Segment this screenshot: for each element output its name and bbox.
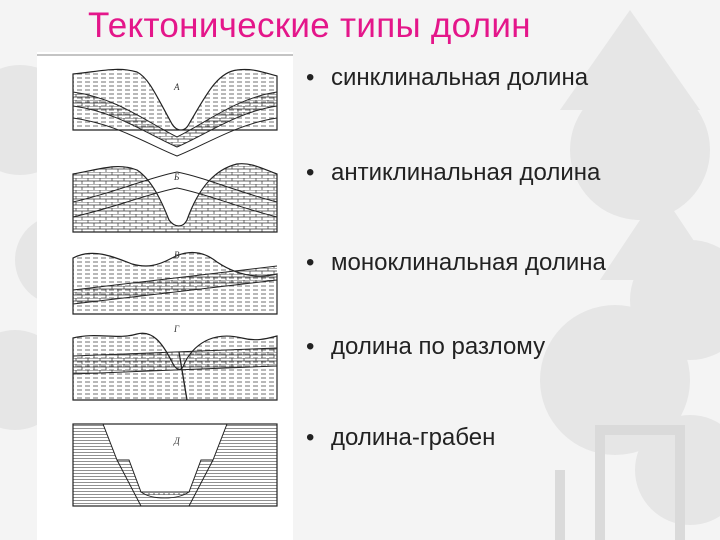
panel-label-d: Г	[173, 324, 180, 334]
slide-title: Тектонические типы долин	[88, 6, 531, 45]
bullet-marker: •	[306, 333, 315, 360]
panel-label-c: В	[174, 250, 180, 260]
bullet-item: • долина по разлому	[306, 332, 711, 362]
panel-label-e: Д	[173, 436, 181, 446]
bullet-marker: •	[306, 424, 315, 451]
bullet-text: антиклинальная долина	[331, 159, 601, 186]
bullet-text: синклинальная долина	[331, 64, 589, 91]
panel-label-b: Б	[173, 172, 180, 182]
bullet-marker: •	[306, 64, 315, 91]
panel-label-a: А	[173, 82, 180, 92]
bullet-item: • антиклинальная долина	[306, 158, 711, 188]
diagram-graben: Д	[72, 423, 278, 507]
bullet-item: • долина-грабен	[306, 423, 711, 453]
bullet-text: долина-грабен	[331, 424, 496, 451]
bullet-item: • синклинальная долина	[306, 63, 711, 93]
bullet-item: • моноклинальная долина	[306, 248, 606, 278]
diagram-monocline: В	[72, 250, 278, 315]
diagram-anticline: Б	[72, 163, 278, 233]
bullet-list: • синклинальная долина • антиклинальная …	[306, 0, 716, 540]
diagram-syncline: А	[72, 68, 278, 157]
bullet-text: моноклинальная долина	[331, 249, 606, 276]
bullet-marker: •	[306, 249, 315, 276]
diagram-fault: Г	[72, 324, 278, 401]
bullet-marker: •	[306, 159, 315, 186]
bullet-text: долина по разлому	[331, 333, 546, 360]
valley-types-figure: А Б В Г	[37, 52, 293, 540]
